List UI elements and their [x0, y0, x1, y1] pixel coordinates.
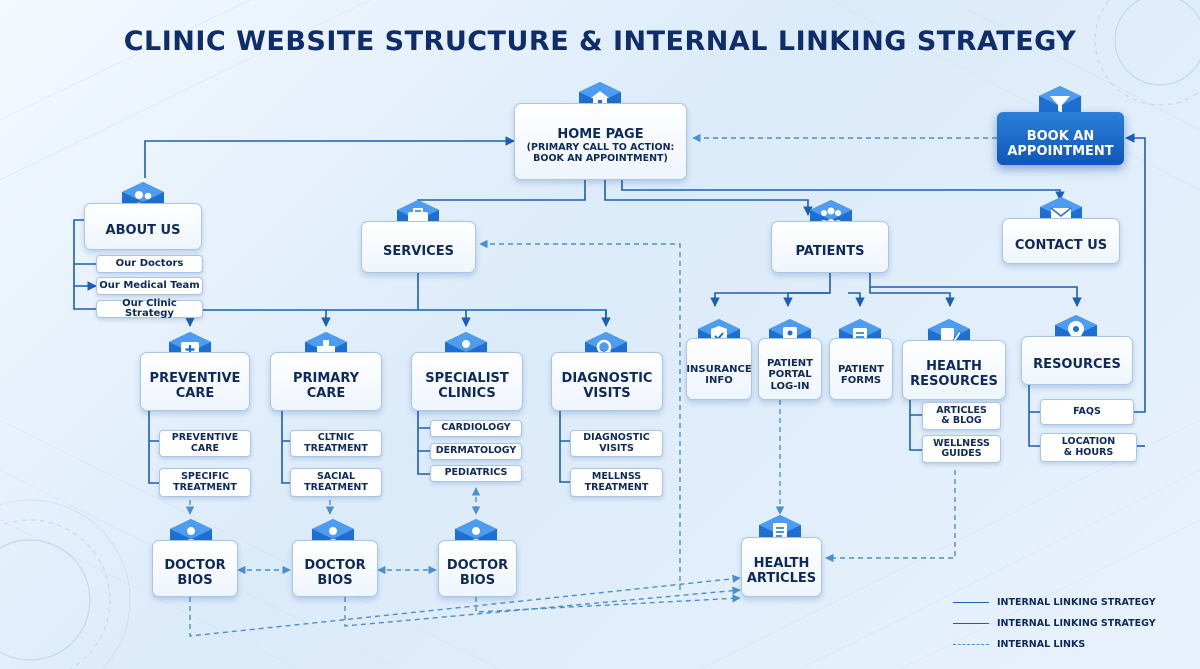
services-node[interactable]: SERVICES — [361, 221, 476, 273]
home-page-node[interactable]: HOME PAGE (PRIMARY CALL TO ACTION: BOOK … — [514, 103, 687, 180]
legend-dashed-line — [953, 644, 989, 645]
articles-blog-item[interactable]: ARTICLES & BLOG — [922, 402, 1001, 430]
doctor-bios-label-3: DOCTOR BIOS — [446, 557, 509, 588]
doctor-bios-node-1[interactable]: DOCTOR BIOS — [152, 540, 238, 597]
health-resources-node[interactable]: HEALTH RESOURCES — [902, 340, 1006, 400]
patient-portal-node[interactable]: PATIENT PORTAL LOG-IN — [758, 338, 822, 400]
faqs-item[interactable]: FAQS — [1040, 399, 1134, 425]
doctor-bios-label-1: DOCTOR BIOS — [164, 557, 226, 588]
insurance-info-label: INSURANCE INFO — [686, 363, 752, 387]
legend-label: INTERNAL LINKING STRATEGY — [997, 618, 1156, 629]
specific-treatment-item[interactable]: SPECIFIC TREATMENT — [159, 468, 251, 497]
clinic-treatment-item[interactable]: CLTNIC TREATMENT — [290, 430, 382, 457]
location-hours-item[interactable]: LOCATION & HOURS — [1040, 433, 1137, 462]
specialist-clinics-node[interactable]: SPECIALIST CLINICS — [411, 352, 523, 411]
about-item-doctors[interactable]: Our Doctors — [96, 255, 203, 273]
wellness-guides-item[interactable]: WELLNESS GUIDES — [922, 435, 1001, 463]
legend-item: INTERNAL LINKS — [953, 634, 1193, 655]
patient-forms-node[interactable]: PATIENT FORMS — [829, 338, 893, 400]
wellness-treatment-item[interactable]: MELLNSS TREATMENT — [570, 468, 663, 497]
book-appointment-button[interactable]: BOOK AN APPOINTMENT — [997, 112, 1124, 165]
resources-label: RESOURCES — [1033, 357, 1121, 372]
legend-item: INTERNAL LINKING STRATEGY — [953, 592, 1193, 613]
diagnostic-visits-label: DIAGNOSTIC VISITS — [561, 370, 653, 401]
home-page-label: HOME PAGE — [557, 127, 644, 142]
specialist-clinics-label: SPECIALIST CLINICS — [425, 370, 509, 401]
patients-label: PATIENTS — [795, 243, 865, 259]
preventive-care-node[interactable]: PREVENTIVE CARE — [140, 352, 250, 411]
diagram-title: CLINIC WEBSITE STRUCTURE & INTERNAL LINK… — [123, 26, 1077, 57]
health-articles-label: HEALTH ARTICLES — [746, 556, 817, 586]
about-item-medical-team[interactable]: Our Medical Team — [96, 277, 203, 295]
legend-solid-line — [953, 623, 989, 624]
insurance-info-node[interactable]: INSURANCE INFO — [686, 338, 752, 400]
legend-solid-line — [953, 602, 989, 603]
diagnostic-visits-item[interactable]: DIAGNOSTIC VISITS — [570, 430, 663, 457]
patients-node[interactable]: PATIENTS — [771, 221, 889, 273]
patient-forms-label: PATIENT FORMS — [838, 363, 884, 387]
about-us-node[interactable]: ABOUT US — [84, 203, 202, 250]
legend-label: INTERNAL LINKING STRATEGY — [997, 597, 1156, 608]
primary-care-node[interactable]: PRIMARY CARE — [270, 352, 382, 411]
legend: INTERNAL LINKING STRATEGY INTERNAL LINKI… — [953, 592, 1193, 655]
preventive-care-label: PREVENTIVE CARE — [149, 370, 241, 401]
legend-label: INTERNAL LINKS — [997, 639, 1086, 650]
about-item-clinic-strategy[interactable]: Our Clinic Strategy — [96, 298, 203, 319]
pediatrics-item[interactable]: PEDIATRICS — [430, 465, 522, 482]
contact-us-node[interactable]: CONTACT US — [1002, 218, 1120, 264]
home-page-sub: (PRIMARY CALL TO ACTION: BOOK AN APPOINT… — [526, 142, 675, 164]
doctor-bios-node-2[interactable]: DOCTOR BIOS — [292, 540, 378, 597]
doctor-bios-node-3[interactable]: DOCTOR BIOS — [438, 540, 517, 597]
dermatology-item[interactable]: DERMATOLOGY — [430, 443, 522, 460]
about-us-label: ABOUT US — [105, 223, 181, 238]
health-articles-node[interactable]: HEALTH ARTICLES — [741, 537, 822, 597]
health-resources-label: HEALTH RESOURCES — [910, 359, 998, 389]
legend-item: INTERNAL LINKING STRATEGY — [953, 613, 1193, 634]
patient-portal-label: PATIENT PORTAL LOG-IN — [767, 357, 813, 392]
primary-care-label: PRIMARY CARE — [292, 370, 360, 401]
doctor-bios-label-2: DOCTOR BIOS — [304, 557, 366, 588]
resources-node[interactable]: RESOURCES — [1021, 336, 1133, 385]
preventive-care-item[interactable]: PREVENTIVE CARE — [159, 430, 251, 457]
services-label: SERVICES — [383, 243, 454, 259]
cardiology-item[interactable]: CARDIOLOGY — [430, 420, 522, 437]
contact-us-label: CONTACT US — [1014, 237, 1108, 253]
diagnostic-visits-node[interactable]: DIAGNOSTIC VISITS — [551, 352, 663, 411]
social-treatment-item[interactable]: SACIAL TREATMENT — [290, 468, 382, 497]
